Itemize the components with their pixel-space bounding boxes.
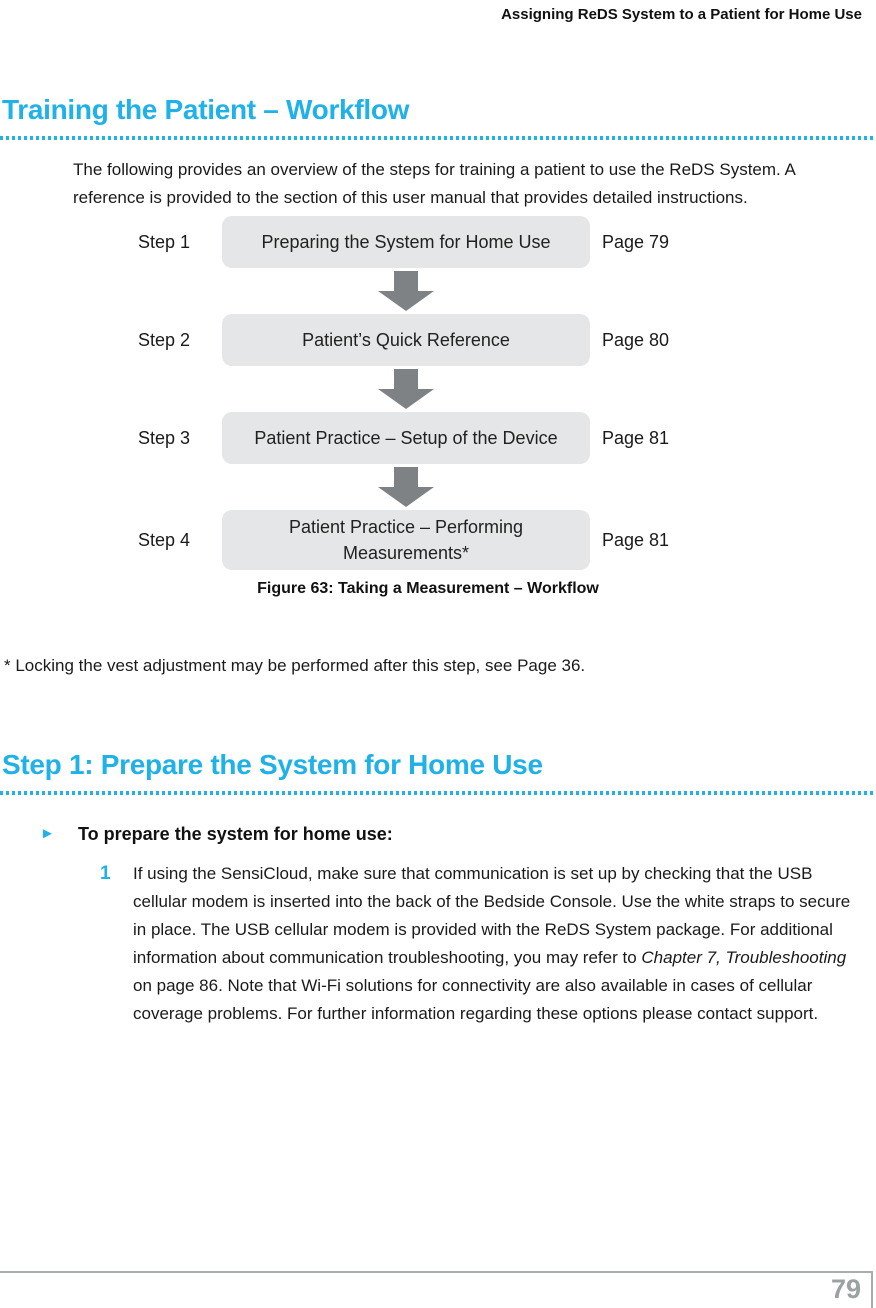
workflow-row-2: Step 2 Patient’s Quick Reference Page 80 (138, 314, 876, 366)
step-text: If using the SensiCloud, make sure that … (133, 860, 861, 1028)
step-number: 1 (100, 863, 111, 884)
page-reference: Page 79 (602, 231, 670, 252)
step-label: Step 4 (138, 529, 191, 550)
step-text-before: If using the SensiCloud, make sure that … (133, 864, 851, 967)
down-arrow-shaft (394, 369, 418, 389)
figure-caption: Figure 63: Taking a Measurement – Workfl… (257, 580, 599, 597)
heading-dotted-rule (0, 136, 876, 140)
page-reference: Page 81 (602, 529, 670, 550)
down-arrow-icon (378, 271, 434, 311)
page-reference: Page 80 (602, 329, 670, 350)
step-label: Step 1 (138, 231, 191, 252)
down-arrow-icon (378, 369, 434, 409)
numbered-step-1: 1 If using the SensiCloud, make sure tha… (100, 860, 876, 1028)
page-number: 79 (830, 1274, 861, 1304)
down-arrow-shaft (394, 271, 418, 291)
step-text-after: on page 86. Note that Wi-Fi solutions fo… (133, 976, 819, 1023)
down-arrow-shaft (394, 467, 418, 487)
down-arrow-head (378, 487, 434, 507)
workflow-box: Patient Practice – Setup of the Device (222, 412, 590, 464)
workflow-box: Patient’s Quick Reference (222, 314, 590, 366)
workflow-row-3: Step 3 Patient Practice – Setup of the D… (138, 412, 876, 464)
procedure-heading: To prepare the system for home use: (78, 823, 393, 844)
workflow-box: Patient Practice – Performing Measuremen… (222, 510, 590, 570)
footer-vertical-rule (871, 1271, 873, 1308)
workflow-row-1: Step 1 Preparing the System for Home Use… (138, 216, 876, 268)
procedure-bullet-icon: ► (40, 825, 55, 842)
down-arrow-head (378, 291, 434, 311)
section-title-training-workflow: Training the Patient – Workflow (2, 94, 410, 125)
procedure-heading-row: ► To prepare the system for home use: (40, 823, 876, 845)
step-label: Step 3 (138, 427, 191, 448)
section-title-prepare-system: Step 1: Prepare the System for Home Use (2, 749, 543, 780)
heading-dotted-rule (0, 791, 876, 795)
workflow-box: Preparing the System for Home Use (222, 216, 590, 268)
page-reference: Page 81 (602, 427, 670, 448)
intro-paragraph: The following provides an overview of th… (73, 160, 795, 207)
workflow-diagram: Step 1 Preparing the System for Home Use… (0, 216, 876, 598)
workflow-row-4: Step 4 Patient Practice – Performing Mea… (138, 510, 876, 570)
down-arrow-icon (378, 467, 434, 507)
down-arrow-head (378, 389, 434, 409)
footnote: * Locking the vest adjustment may be per… (4, 656, 586, 675)
footer-horizontal-rule (0, 1271, 873, 1273)
step-text-italic-reference: Chapter 7, Troubleshooting (641, 948, 847, 967)
running-header: Assigning ReDS System to a Patient for H… (501, 6, 862, 23)
step-label: Step 2 (138, 329, 191, 350)
